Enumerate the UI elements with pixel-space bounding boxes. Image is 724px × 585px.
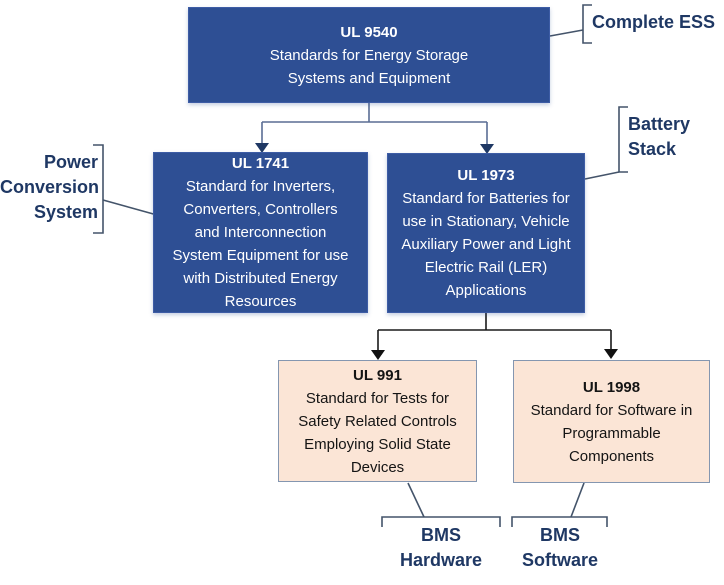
leader-power-conversion: [102, 199, 158, 216]
node-desc: Standard for Software in Programmable Co…: [530, 401, 693, 465]
label-complete-ess: Complete ESS: [592, 12, 716, 32]
node-desc: Standard for Inverters, Converters, Cont…: [172, 178, 349, 310]
leader-bms-hardware: [407, 482, 425, 518]
bracket-battery-stack: [618, 106, 628, 173]
node-desc: Standard for Tests for Safety Related Co…: [298, 389, 457, 476]
leader-complete-ess: [549, 29, 584, 37]
arrowhead-down-icon: [604, 349, 618, 359]
connector-ul9540-to-children: [261, 103, 488, 145]
connector-ul1973-to-children: [377, 313, 612, 351]
label-bms-hardware: BMS Hardware: [399, 525, 483, 570]
bracket-complete-ess: [582, 4, 592, 44]
node-title: UL 991: [353, 366, 402, 384]
label-bms-software: BMS Software: [521, 525, 599, 570]
node-title: UL 1973: [457, 167, 515, 184]
label-power-conversion-system: Power Conversion System: [0, 152, 100, 222]
node-ul9540: UL 9540 Standards for Energy Storage Sys…: [188, 7, 550, 103]
node-title: UL 9540: [340, 23, 398, 41]
node-title: UL 1741: [231, 155, 290, 172]
label-battery-stack: Battery Stack: [628, 114, 691, 159]
arrowhead-down-icon: [371, 350, 385, 360]
node-ul1973: UL 1973 Standard for Batteries for use i…: [387, 153, 585, 313]
leader-battery-stack: [584, 171, 620, 180]
node-ul1998: UL 1998 Standard for Software in Program…: [513, 360, 710, 483]
node-desc: Standard for Batteries for use in Statio…: [401, 190, 571, 299]
leader-bms-software: [570, 482, 585, 518]
node-ul1741: UL 1741 Standard for Inverters, Converte…: [153, 152, 368, 313]
node-desc: Standards for Energy Storage Systems and…: [269, 46, 469, 87]
node-ul991: UL 991 Standard for Tests for Safety Rel…: [278, 360, 477, 482]
node-title: UL 1998: [582, 378, 641, 396]
